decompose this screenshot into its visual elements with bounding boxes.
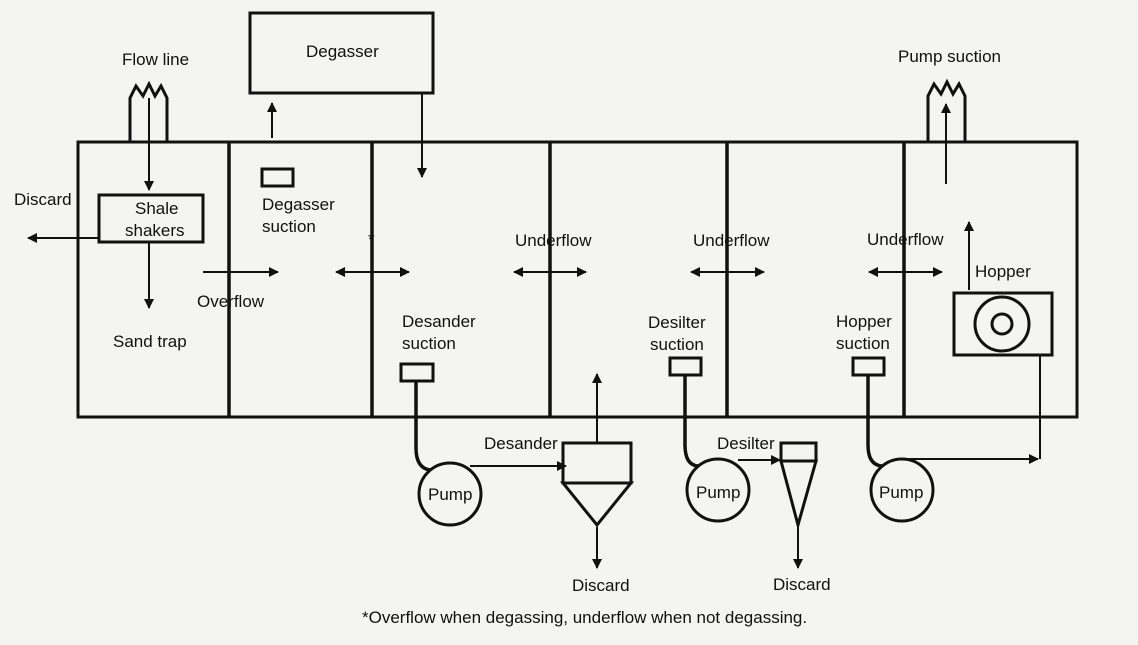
pump-2-label: Pump xyxy=(696,483,740,502)
underflow-label-3: Underflow xyxy=(867,230,944,249)
desander-label: Desander xyxy=(484,434,558,453)
degasser-box xyxy=(248,11,435,95)
hopper-suction-box xyxy=(851,356,886,377)
pump-3-label: Pump xyxy=(879,483,923,502)
hopper-label: Hopper xyxy=(975,262,1031,281)
degasser-suction-label-2: suction xyxy=(262,217,316,236)
desander-suction-label-1: Desander xyxy=(402,312,476,331)
desander-discard-label: Discard xyxy=(572,576,630,595)
pump-1-label: Pump xyxy=(428,485,472,504)
underflow-label-2: Underflow xyxy=(693,231,770,250)
flow-line-pipe xyxy=(128,80,169,191)
shale-shakers-box xyxy=(97,193,205,244)
desander-suction-label-2: suction xyxy=(402,334,456,353)
desilter-suction-label-1: Desilter xyxy=(648,313,706,332)
desilter-label: Desilter xyxy=(717,434,775,453)
footnote: *Overflow when degassing, underflow when… xyxy=(362,608,807,627)
desander-suction-box xyxy=(399,362,435,383)
degasser-label: Degasser xyxy=(306,42,379,61)
hopper-suction-line xyxy=(866,375,883,468)
desander-suction-line xyxy=(414,381,431,472)
sand-trap-label: Sand trap xyxy=(113,332,187,351)
asterisk-mark: * xyxy=(368,230,375,249)
hopper-unit xyxy=(952,291,1054,357)
desilter-discard-label: Discard xyxy=(773,575,831,594)
desander-cone xyxy=(559,441,635,528)
pump-2 xyxy=(685,457,751,523)
degasser-suction-box xyxy=(260,167,295,188)
shale-shakers-label-1: Shale xyxy=(135,199,178,218)
degasser-suction-label-1: Degasser xyxy=(262,195,335,214)
desilter-cone xyxy=(779,441,818,531)
pump-1 xyxy=(417,461,483,527)
desilter-suction-box xyxy=(668,356,703,377)
overflow-label: Overflow xyxy=(197,292,265,311)
hopper-suction-label-1: Hopper xyxy=(836,312,892,331)
flow-line-label: Flow line xyxy=(122,50,189,69)
underflow-label-1: Underflow xyxy=(515,231,592,250)
desilter-suction-label-2: suction xyxy=(650,335,704,354)
discard-label: Discard xyxy=(14,190,72,209)
pump-suction-label: Pump suction xyxy=(898,47,1001,66)
desilter-suction-line xyxy=(683,375,699,468)
pump-suction-pipe xyxy=(926,78,967,184)
hopper-suction-label-2: suction xyxy=(836,334,890,353)
shale-shakers-label-2: shakers xyxy=(125,221,185,240)
mud-tank xyxy=(76,140,1079,419)
